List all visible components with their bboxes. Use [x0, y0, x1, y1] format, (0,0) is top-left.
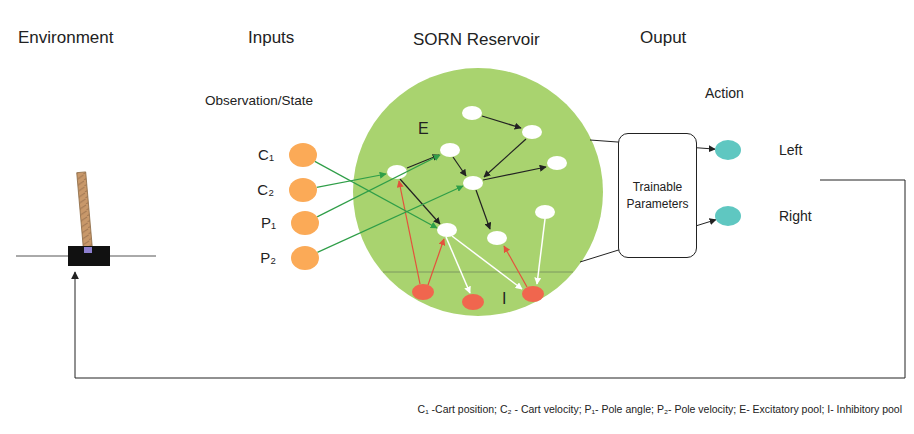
- synapse-arrow: [446, 237, 470, 293]
- connector: [317, 186, 463, 252]
- synapse-arrow: [504, 246, 527, 287]
- excitatory-neuron: [522, 125, 542, 139]
- excitatory-neuron: [387, 165, 407, 179]
- connector: [317, 174, 386, 187]
- excitatory-neuron: [437, 223, 457, 237]
- pole-body: [77, 172, 93, 250]
- pool-letter: E: [418, 120, 429, 138]
- diagram-label: Observation/State: [205, 93, 313, 109]
- synapse-arrow: [453, 157, 466, 176]
- inhibitory-neuron: [412, 284, 434, 300]
- diagram-label: Inputs: [248, 28, 294, 48]
- action-label: Left: [779, 142, 802, 158]
- input-circle: [289, 178, 317, 202]
- synapse-arrow: [476, 190, 490, 229]
- input-node: P₁: [261, 211, 319, 235]
- pool-letter: I: [502, 290, 506, 308]
- diagram-label: Environment: [18, 28, 113, 48]
- excitatory-neuron: [547, 156, 567, 170]
- action-circle: [715, 140, 741, 160]
- action-label: Right: [779, 208, 812, 224]
- connector: [590, 140, 715, 149]
- synapse-arrow: [484, 139, 526, 177]
- synapse-arrow: [537, 219, 545, 284]
- input-node: C₁: [258, 143, 317, 167]
- action-node: Right: [715, 206, 812, 226]
- input-node: P₂: [260, 246, 319, 270]
- box-text: Trainable Parameters: [623, 179, 692, 211]
- input-circle: [291, 246, 319, 270]
- action-circle: [715, 206, 741, 226]
- reservoir-circle: [352, 68, 604, 318]
- input-circle: [291, 211, 319, 235]
- inhibitory-neuron: [522, 286, 544, 302]
- input-label: C₁: [258, 146, 274, 163]
- pool-divider: [383, 272, 573, 273]
- pivot: [84, 247, 92, 253]
- reservoir-node: SORN ReservoirE I: [352, 28, 604, 320]
- connector: [580, 220, 716, 262]
- synapse-arrow: [483, 167, 546, 180]
- excitatory-neuron: [462, 106, 482, 120]
- reservoir-title: SORN Reservoir: [413, 30, 540, 50]
- connector: [317, 155, 440, 217]
- synapse-arrow: [428, 239, 444, 285]
- reservoir-body: [353, 68, 603, 316]
- input-label: P₂: [260, 249, 276, 266]
- connector: [315, 161, 437, 228]
- input-circle: [289, 143, 317, 167]
- diagram-label: Action: [705, 85, 744, 101]
- diagram-label: C₁ -Cart position; C₂ - Cart velocity; P…: [418, 403, 902, 415]
- input-node: C₂: [257, 178, 317, 202]
- parameter-box: Trainable Parameters: [618, 133, 697, 258]
- action-node: Left: [715, 140, 802, 160]
- excitatory-neuron: [463, 176, 483, 190]
- synapse-arrow: [452, 236, 522, 289]
- synapse-arrow: [399, 181, 420, 284]
- excitatory-neuron: [535, 205, 555, 219]
- excitatory-neuron: [487, 231, 507, 245]
- synapse-arrow: [407, 155, 439, 168]
- diagram-label: Ouput: [640, 28, 686, 48]
- cart: [68, 246, 110, 266]
- input-label: C₂: [257, 181, 274, 198]
- excitatory-neuron: [440, 143, 460, 157]
- synapse-arrow: [482, 116, 521, 128]
- pole: [77, 172, 93, 250]
- input-label: P₁: [261, 214, 276, 231]
- inhibitory-neuron: [462, 294, 484, 310]
